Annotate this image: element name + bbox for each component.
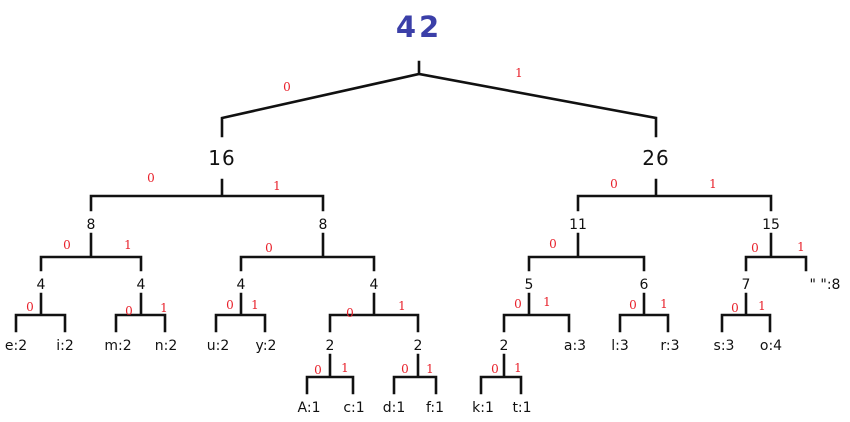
bit-label-zero: 0 [147,171,155,185]
bit-label-one: 1 [160,301,168,315]
node-weight: 2 [414,338,423,354]
bit-label-zero: 0 [314,363,322,377]
bit-label-one: 1 [124,238,132,252]
leaf-space: " ":8 [810,277,841,293]
bit-label-one: 1 [341,361,349,375]
edge-node-11 [527,232,646,272]
leaf-r: r:3 [660,338,679,354]
bit-label-one: 1 [797,240,805,254]
edge-node-2b [392,353,438,395]
node-weight: 11 [569,217,587,233]
node-weight: 15 [762,217,780,233]
edge-node-7 [720,292,772,333]
leaf-c: c:1 [343,400,364,416]
leaf-k: k:1 [472,400,494,416]
node-weight: 7 [742,277,751,293]
edge-node-16 [89,178,325,212]
bit-label-zero: 0 [125,304,133,318]
node-weight: 6 [640,277,649,293]
leaf-t: t:1 [512,400,531,416]
leaf-f: f:1 [426,400,444,416]
bit-label-zero: 0 [283,80,291,94]
leaf-i: i:2 [56,338,74,354]
edge-node-4b [114,292,167,333]
bit-label-zero: 0 [491,362,499,376]
leaf-a: a:3 [564,338,586,354]
node-weight: 4 [137,277,146,293]
leaf-l: l:3 [611,338,629,354]
bit-label-one: 1 [515,66,523,80]
edge-node-2c [479,353,523,395]
edge-node-26 [576,178,773,212]
edge-node-6 [618,292,670,333]
bit-label-zero: 0 [610,177,618,191]
node-weight: 5 [525,277,534,293]
edge-node-4a [14,292,67,333]
leaf-m: m:2 [104,338,131,354]
node-weight: 4 [370,277,379,293]
bit-label-zero: 0 [751,241,759,255]
edge-node-2a [305,353,355,395]
bit-label-zero: 0 [63,238,71,252]
bit-labels: 0 1 0 1 0 1 0 1 0 0 0 1 0 0 1 0 1 0 1 0 … [26,66,805,377]
leaf-n: n:2 [155,338,178,354]
bit-label-zero: 0 [265,241,273,255]
bit-label-zero: 0 [549,237,557,251]
tree-edges [14,60,808,395]
edge-root [220,60,658,138]
edge-node-8b [239,232,376,272]
edge-node-4d [328,292,420,333]
leaf-e: e:2 [5,338,27,354]
leaf-d: d:1 [383,400,406,416]
leaf-s: s:3 [714,338,735,354]
node-weight: 26 [642,146,669,170]
node-weight: 8 [87,217,96,233]
root-weight: 42 [396,10,442,44]
bit-label-one: 1 [758,299,766,313]
leaf-u: u:2 [207,338,230,354]
node-weight: 2 [500,338,509,354]
bit-label-zero: 0 [26,300,34,314]
leaf-capital-a: A:1 [298,400,321,416]
node-weight: 2 [326,338,335,354]
bit-label-zero: 0 [346,306,354,320]
leaf-y: y:2 [256,338,277,354]
bit-label-one: 1 [273,179,281,193]
bit-label-zero: 0 [731,301,739,315]
bit-label-one: 1 [660,297,668,311]
bit-label-zero: 0 [629,298,637,312]
bit-label-zero: 0 [514,297,522,311]
edge-node-5 [502,292,571,333]
bit-label-one: 1 [709,177,717,191]
node-weight: 16 [208,146,235,170]
node-weight: 4 [37,277,46,293]
node-weight: 4 [237,277,246,293]
bit-label-one: 1 [426,362,434,376]
bit-label-one: 1 [398,299,406,313]
edge-node-4c [214,292,267,333]
bit-label-one: 1 [514,361,522,375]
leaf-o: o:4 [760,338,782,354]
node-weight: 8 [319,217,328,233]
bit-label-zero: 0 [401,362,409,376]
bit-label-one: 1 [543,295,551,309]
edge-node-8a [39,232,143,272]
edge-node-15 [744,232,808,272]
bit-label-one: 1 [251,298,259,312]
bit-label-zero: 0 [226,298,234,312]
